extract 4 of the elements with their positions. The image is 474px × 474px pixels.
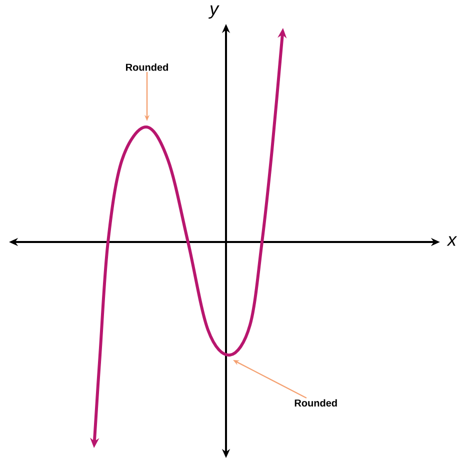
callout-text: Rounded <box>126 63 168 71</box>
callout-text: Rounded <box>294 399 337 407</box>
axis-label: x <box>446 236 458 246</box>
axis-label: y <box>208 5 220 19</box>
